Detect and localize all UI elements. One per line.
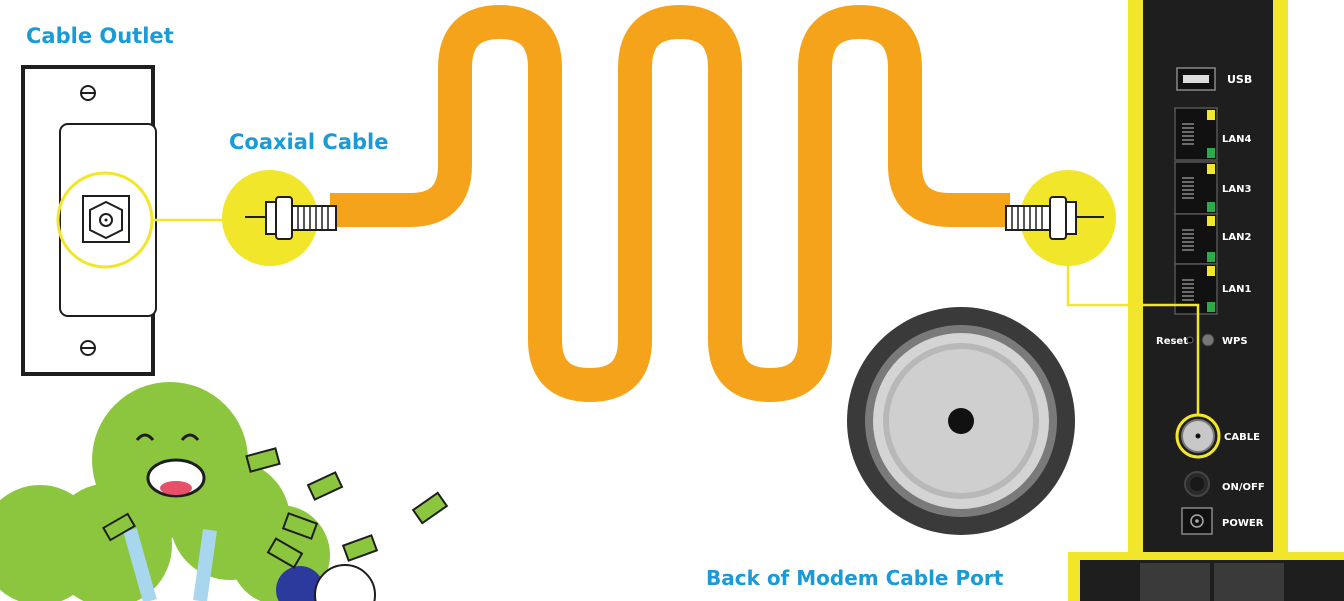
zoom-port-pin: [948, 408, 974, 434]
connector-nut: [265, 201, 277, 235]
wps-label: WPS: [1222, 336, 1248, 347]
back-of-modem-label: Back of Modem Cable Port: [706, 566, 1004, 590]
usb-label: USB: [1227, 73, 1252, 86]
wps-button-icon: [1201, 333, 1215, 347]
lan3-port-icon: [1174, 161, 1218, 215]
stand-foot-left: [1140, 563, 1210, 601]
lan4-label: LAN4: [1222, 134, 1251, 145]
mascot-illustration: [0, 382, 449, 601]
modem: USB LAN4 LAN3 LAN2 LAN1: [1068, 0, 1344, 601]
coaxial-cable-label: Coaxial Cable: [229, 130, 389, 154]
reset-label: Reset: [1156, 336, 1188, 347]
cable-outlet-label: Cable Outlet: [26, 24, 174, 48]
right-connector-callout: [1005, 170, 1116, 266]
money-bills: [102, 447, 449, 569]
lan4-port-icon: [1174, 107, 1218, 161]
lan1-label: LAN1: [1222, 284, 1251, 295]
modem-stand: [1080, 560, 1344, 601]
stand-foot-right: [1214, 563, 1284, 601]
coaxial-cable: [330, 5, 1010, 402]
left-connector-callout: [222, 170, 337, 266]
lan2-port-icon: [1174, 213, 1218, 265]
modem-callout-line: [1066, 262, 1200, 415]
on-off-label: ON/OFF: [1222, 482, 1265, 493]
lan3-label: LAN3: [1222, 184, 1251, 195]
connector-nut-right: [1065, 201, 1077, 235]
lan2-label: LAN2: [1222, 232, 1251, 243]
reset-button-icon: [1186, 336, 1194, 344]
power-label: POWER: [1222, 518, 1264, 529]
zoomed-cable-port: [847, 307, 1075, 535]
cable-outlet: [21, 65, 157, 376]
usb-port-inner: [1183, 75, 1209, 83]
lan1-port-icon: [1174, 263, 1218, 315]
cable-label: CABLE: [1224, 432, 1260, 443]
